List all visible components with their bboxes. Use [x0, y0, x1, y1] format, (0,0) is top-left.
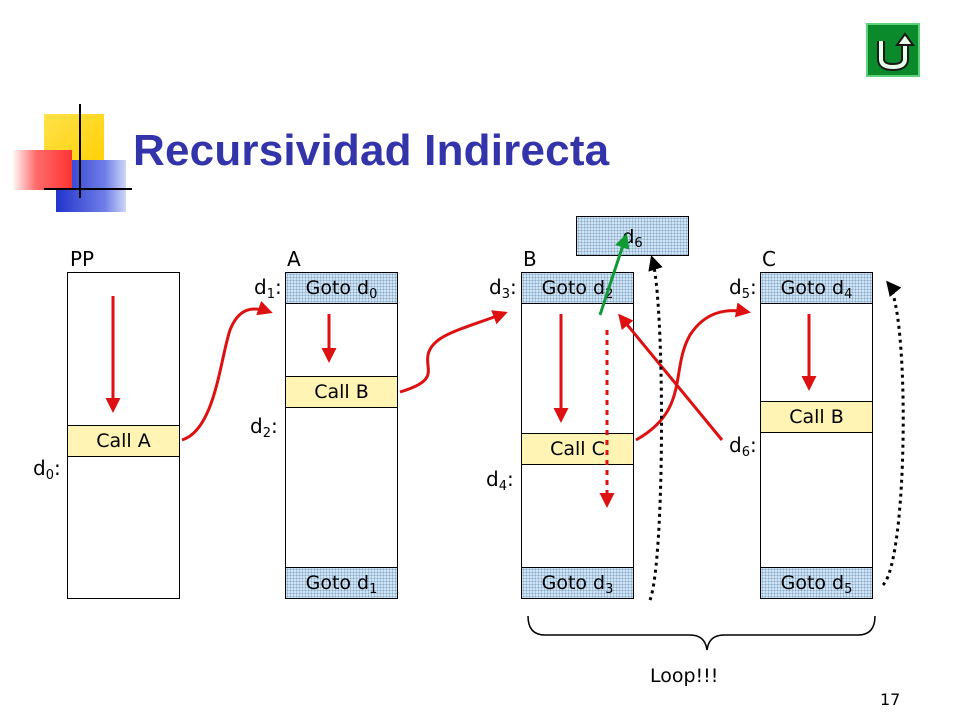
column-a: Goto d0 Call B Goto d1	[285, 272, 398, 599]
loop-label: Loop!!!	[650, 665, 719, 687]
goto-d4-cell: Goto d4	[760, 272, 873, 304]
d6-box: d6	[576, 216, 689, 256]
call-b-cell: Call B	[285, 376, 398, 408]
page-title: Recursividad Indirecta	[133, 126, 610, 175]
label-d3: d3:	[489, 275, 517, 302]
goto-d0-cell: Goto d0	[285, 272, 398, 304]
column-c: Goto d4 Call B Goto d5	[760, 272, 873, 599]
label-d0: d0:	[33, 456, 61, 483]
column-b: Goto d2 Call C Goto d3	[521, 272, 634, 599]
column-pp: Call A	[67, 272, 180, 599]
dotted-loop-b	[648, 255, 664, 601]
call-b-cell-c: Call B	[760, 401, 873, 433]
call-c-curve	[635, 302, 751, 442]
label-d4: d4:	[486, 467, 514, 494]
page-number: 17	[880, 690, 901, 709]
goto-d3-cell: Goto d3	[521, 567, 634, 599]
label-d6: d6:	[729, 433, 757, 460]
return-u-turn-icon	[877, 32, 915, 72]
label-d2: d2:	[250, 414, 278, 441]
decor-vertical-line	[79, 104, 81, 198]
call-a-cell: Call A	[67, 425, 180, 457]
call-c-cell: Call C	[521, 433, 634, 465]
return-arrow-d6	[618, 313, 724, 441]
loop-brace	[527, 615, 876, 651]
decor-red-block	[12, 150, 72, 190]
dotted-loop-c	[881, 280, 905, 587]
call-b-curve	[399, 310, 508, 394]
return-button[interactable]	[866, 23, 920, 77]
goto-d1-cell: Goto d1	[285, 567, 398, 599]
label-d5: d5:	[729, 275, 757, 302]
green-arrow	[598, 233, 630, 316]
column-header-pp: PP	[70, 247, 95, 271]
column-header-a: A	[287, 247, 301, 271]
decor-horizontal-line	[44, 188, 132, 190]
goto-d5-cell: Goto d5	[760, 567, 873, 599]
label-d1: d1:	[254, 275, 282, 302]
column-header-c: C	[762, 247, 776, 271]
goto-d2-cell: Goto d2	[521, 272, 634, 304]
column-header-b: B	[523, 247, 537, 271]
call-a-curve	[181, 300, 273, 442]
